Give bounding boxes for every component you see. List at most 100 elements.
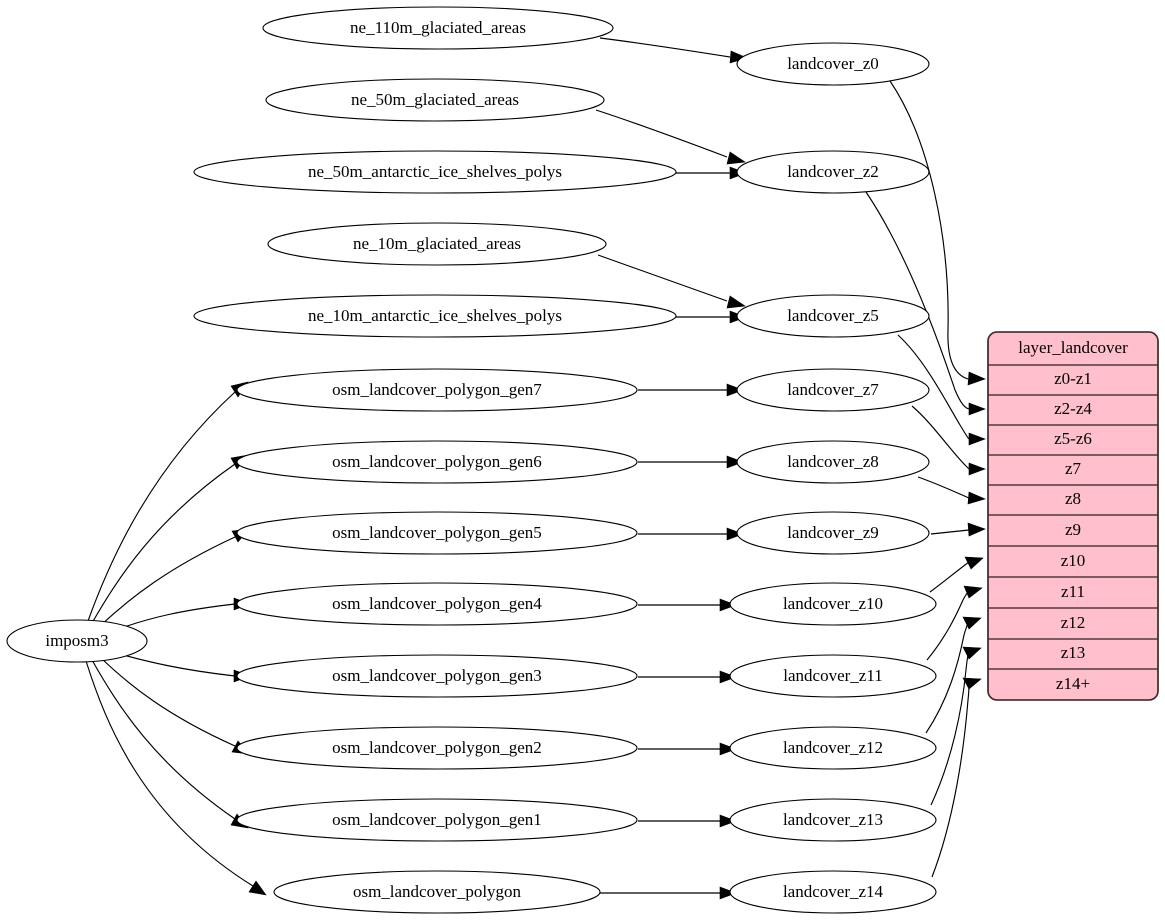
node-landcover-z14-label: landcover_z14 <box>783 882 884 901</box>
node-osm-gen4-label: osm_landcover_polygon_gen4 <box>332 594 542 613</box>
node-landcover_z11[interactable]: landcover_z11 <box>729 654 937 698</box>
node-landcover-z14-shape[interactable] <box>729 870 937 914</box>
node-landcover-z11-shape[interactable] <box>729 654 937 698</box>
node-osm-gen5-label: osm_landcover_polygon_gen5 <box>332 523 542 542</box>
node-imposm3[interactable]: imposm3 <box>6 619 148 663</box>
node-landcover_z0[interactable]: landcover_z0 <box>736 42 930 86</box>
node-landcover-z8-label: landcover_z8 <box>787 452 879 471</box>
edge-ne10mglac-to-z5 <box>597 254 728 302</box>
node-osm-gen3-label: osm_landcover_polygon_gen3 <box>332 666 542 685</box>
layer-table-row-z14plus[interactable]: z14+ <box>1056 674 1090 693</box>
layer-table-row-label: z12 <box>1061 613 1086 632</box>
node-landcover-z12-label: landcover_z12 <box>783 738 883 757</box>
layer-table-outline <box>987 331 1159 701</box>
node-osm_landcover_polygon_gen4[interactable]: osm_landcover_polygon_gen4 <box>236 582 638 626</box>
edge-imposm3-gen2 <box>99 656 236 747</box>
node-osm-gen7-shape[interactable] <box>236 368 638 412</box>
node-landcover-z7-shape[interactable] <box>736 368 930 412</box>
layer-table-row-label: z5-z6 <box>1054 429 1092 448</box>
node-landcover-z5-label: landcover_z5 <box>787 306 879 325</box>
node-landcover_z9[interactable]: landcover_z9 <box>736 511 930 555</box>
node-ne-110m-glaciated-shape[interactable] <box>262 6 614 50</box>
node-osm-gen5-shape[interactable] <box>236 511 638 555</box>
node-landcover-z8-shape[interactable] <box>736 440 930 484</box>
arrowhead-z2-to-row-z2z4 <box>968 402 986 416</box>
edge-imposm3-gen1 <box>91 659 236 820</box>
edge-z9-to-row-z9 <box>930 529 970 535</box>
node-landcover_z12[interactable]: landcover_z12 <box>729 726 937 770</box>
layer-table-row-label: z8 <box>1065 489 1081 508</box>
layer-table-row-z2z4[interactable]: z2-z4 <box>1054 399 1092 418</box>
arrowhead-gen2-to-z12 <box>719 742 737 756</box>
arrowhead-gen7-to-z7 <box>726 383 744 397</box>
arrowhead-polygon-to-z14 <box>719 886 737 900</box>
node-landcover-z9-shape[interactable] <box>736 511 930 555</box>
layer-table-row-z8[interactable]: z8 <box>1065 489 1081 508</box>
node-osm-polygon-shape[interactable] <box>273 870 601 914</box>
node-imposm3-shape[interactable] <box>6 619 148 663</box>
node-landcover_z10[interactable]: landcover_z10 <box>729 582 937 626</box>
layer-table-row-z7[interactable]: z7 <box>1065 459 1082 478</box>
layer-table-row-z0z1[interactable]: z0-z1 <box>1054 369 1092 388</box>
node-ne-50m-glaciated-shape[interactable] <box>265 78 605 122</box>
node-landcover-z0-shape[interactable] <box>736 42 930 86</box>
node-osm_landcover_polygon_gen5[interactable]: osm_landcover_polygon_gen5 <box>236 511 638 555</box>
node-osm-gen6-shape[interactable] <box>236 440 638 484</box>
node-ne_50m_antarctic_ice_shelves_polys[interactable]: ne_50m_antarctic_ice_shelves_polys <box>193 150 677 194</box>
node-ne-50m-antarctic-shape[interactable] <box>193 150 677 194</box>
layer-table-row-z13[interactable]: z13 <box>1061 643 1086 662</box>
node-landcover-z2-shape[interactable] <box>736 150 930 194</box>
node-landcover-z10-shape[interactable] <box>729 582 937 626</box>
node-osm-gen7-label: osm_landcover_polygon_gen7 <box>332 380 542 399</box>
node-landcover_z8[interactable]: landcover_z8 <box>736 440 930 484</box>
arrowhead-z9-to-row-z9 <box>967 522 986 537</box>
node-ne-10m-glaciated-shape[interactable] <box>267 222 607 266</box>
node-osm-gen3-shape[interactable] <box>236 654 638 698</box>
node-ne-50m-antarctic-label: ne_50m_antarctic_ice_shelves_polys <box>308 162 562 181</box>
node-ne-10m-antarctic-shape[interactable] <box>193 294 677 338</box>
node-ne_110m_glaciated_areas[interactable]: ne_110m_glaciated_areas <box>262 6 614 50</box>
node-osm-gen2-label: osm_landcover_polygon_gen2 <box>332 738 542 757</box>
node-landcover-z12-shape[interactable] <box>729 726 937 770</box>
layer-table-row-z9[interactable]: z9 <box>1065 520 1081 539</box>
node-osm_landcover_polygon_gen7[interactable]: osm_landcover_polygon_gen7 <box>236 368 638 412</box>
node-osm-gen2-shape[interactable] <box>236 726 638 770</box>
edge-ne50mglac-to-z2 <box>595 109 728 158</box>
layer-landcover-table[interactable]: layer_landcover z0-z1 z2-z4 z5-z6 <box>987 331 1159 701</box>
node-landcover-z13-shape[interactable] <box>729 798 937 842</box>
node-osm_landcover_polygon_gen6[interactable]: osm_landcover_polygon_gen6 <box>236 440 638 484</box>
layer-table-row-label: z14+ <box>1056 674 1090 693</box>
node-landcover-z13-label: landcover_z13 <box>783 810 883 829</box>
edge-z8-to-row-z8 <box>917 476 970 499</box>
arrowhead-z13-to-row-z13 <box>962 646 982 660</box>
arrowhead-z8-to-row-z8 <box>967 491 986 505</box>
node-landcover_z2[interactable]: landcover_z2 <box>736 150 930 194</box>
arrowhead-z10-to-row-z10 <box>964 556 984 570</box>
layer-table-row-z11[interactable]: z11 <box>1061 582 1085 601</box>
edge-imposm3-gen4 <box>115 603 236 631</box>
node-landcover_z14[interactable]: landcover_z14 <box>729 870 937 914</box>
node-osm-gen1-label: osm_landcover_polygon_gen1 <box>332 810 542 829</box>
layer-table-row-z12[interactable]: z12 <box>1061 613 1086 632</box>
node-osm_landcover_polygon_gen1[interactable]: osm_landcover_polygon_gen1 <box>236 798 638 842</box>
node-landcover_z13[interactable]: landcover_z13 <box>729 798 937 842</box>
edge-imposm3-gen7 <box>87 391 236 622</box>
node-osm-gen1-shape[interactable] <box>236 798 638 842</box>
layer-table-row-z5z6[interactable]: z5-z6 <box>1054 429 1092 448</box>
node-osm_landcover_polygon_gen2[interactable]: osm_landcover_polygon_gen2 <box>236 726 638 770</box>
edge-imposm3-gen6 <box>91 463 236 624</box>
node-ne_10m_glaciated_areas[interactable]: ne_10m_glaciated_areas <box>267 222 607 266</box>
node-osm_landcover_polygon_gen3[interactable]: osm_landcover_polygon_gen3 <box>236 654 638 698</box>
layer-table-header-label: layer_landcover <box>1018 338 1128 357</box>
node-osm_landcover_polygon[interactable]: osm_landcover_polygon <box>273 870 601 914</box>
arrowhead-z14-to-row-z14plus <box>962 677 982 690</box>
node-ne_10m_antarctic_ice_shelves_polys[interactable]: ne_10m_antarctic_ice_shelves_polys <box>193 294 677 338</box>
edge-z14-to-row-z14plus <box>931 681 970 878</box>
node-landcover-z5-shape[interactable] <box>736 294 930 338</box>
node-landcover_z5[interactable]: landcover_z5 <box>736 294 930 338</box>
node-osm-gen4-shape[interactable] <box>236 582 638 626</box>
layer-table-row-z10[interactable]: z10 <box>1061 551 1086 570</box>
node-ne_50m_glaciated_areas[interactable]: ne_50m_glaciated_areas <box>265 78 605 122</box>
node-landcover_z7[interactable]: landcover_z7 <box>736 368 930 412</box>
